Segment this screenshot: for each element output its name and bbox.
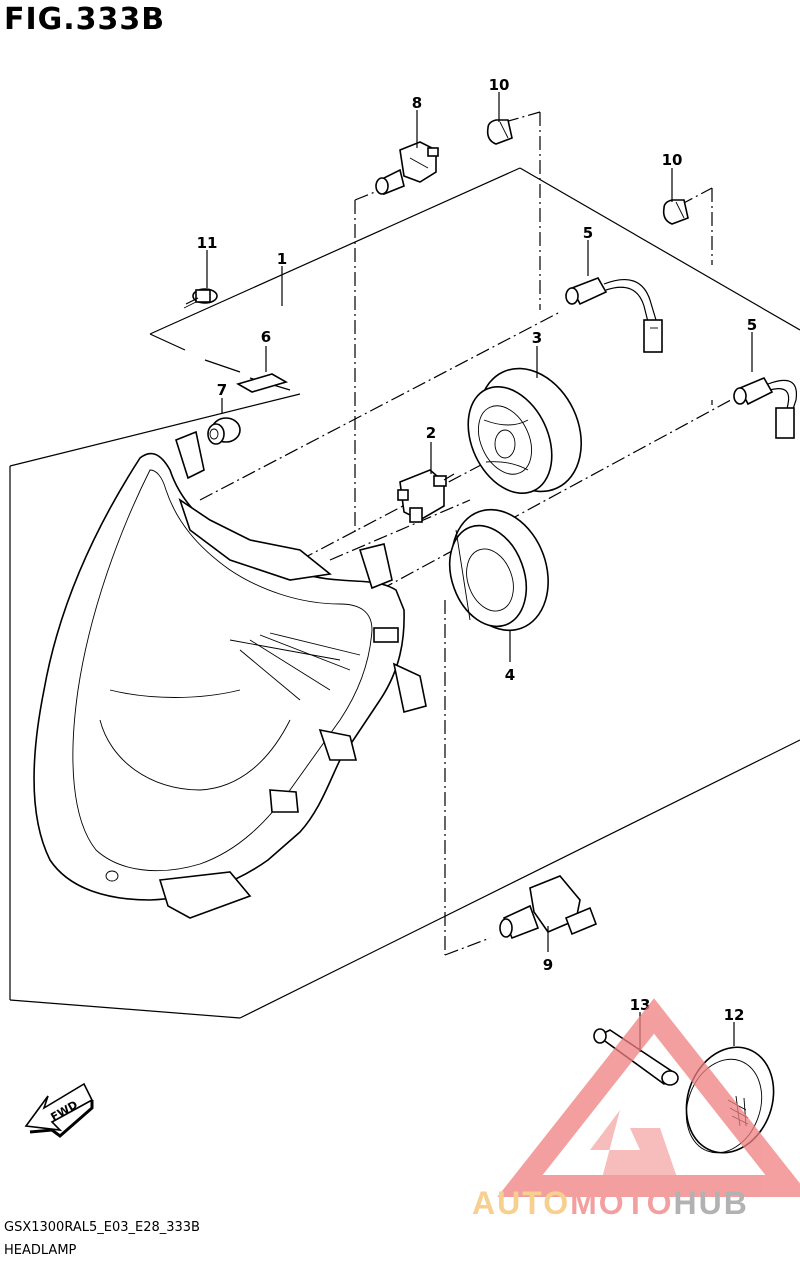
part-2-socket [397,469,455,523]
part-8-bulb [375,141,439,196]
logo-text-auto: AUTO [472,1185,570,1221]
callout-6: 6 [261,328,271,346]
callout-9: 9 [543,956,553,974]
callout-11: 11 [197,234,218,252]
fwd-arrow-icon: FWD [24,1082,94,1138]
part-10-bulb-upper [486,119,513,145]
logo-text-moto: MOTO [570,1185,673,1221]
part-5-socket-upper [565,277,663,353]
part-5-socket-right [733,376,798,439]
part-9-bulb [499,875,598,940]
callout-10-upper: 10 [489,76,510,94]
automotohub-logo: AUTOMOTOHUB [472,998,800,1221]
callout-2: 2 [426,424,436,442]
part-11-screw [183,288,218,309]
part-4-lens [448,508,549,632]
assembly-frame [9,167,800,1019]
guide-lines [199,111,741,956]
part-10-bulb-right [662,199,689,225]
part-6-label [235,373,289,393]
part-3-reflector [467,367,583,495]
callouts: 1 2 3 4 5 5 6 7 8 9 10 10 11 12 13 [197,76,758,1024]
figure-title: FIG.333B [4,2,166,37]
part-1-headlamp-housing [33,430,427,919]
callout-1: 1 [277,250,287,268]
callout-10-right: 10 [662,151,683,169]
model-code: GSX1300RAL5_E03_E28_333B [4,1220,200,1235]
callout-3: 3 [532,329,542,347]
svg-text:AUTOMOTOHUB: AUTOMOTOHUB [472,1185,749,1221]
callout-5-upper: 5 [583,224,593,242]
callout-4: 4 [505,666,515,684]
part-13-pin [593,1028,679,1086]
callout-8: 8 [412,94,422,112]
logo-text-hub: HUB [673,1185,748,1221]
callout-5-right: 5 [747,316,757,334]
part-7-grommet [207,417,241,445]
callout-12: 12 [724,1006,745,1024]
callout-7: 7 [217,381,227,399]
section-name: HEADLAMP [4,1243,77,1258]
